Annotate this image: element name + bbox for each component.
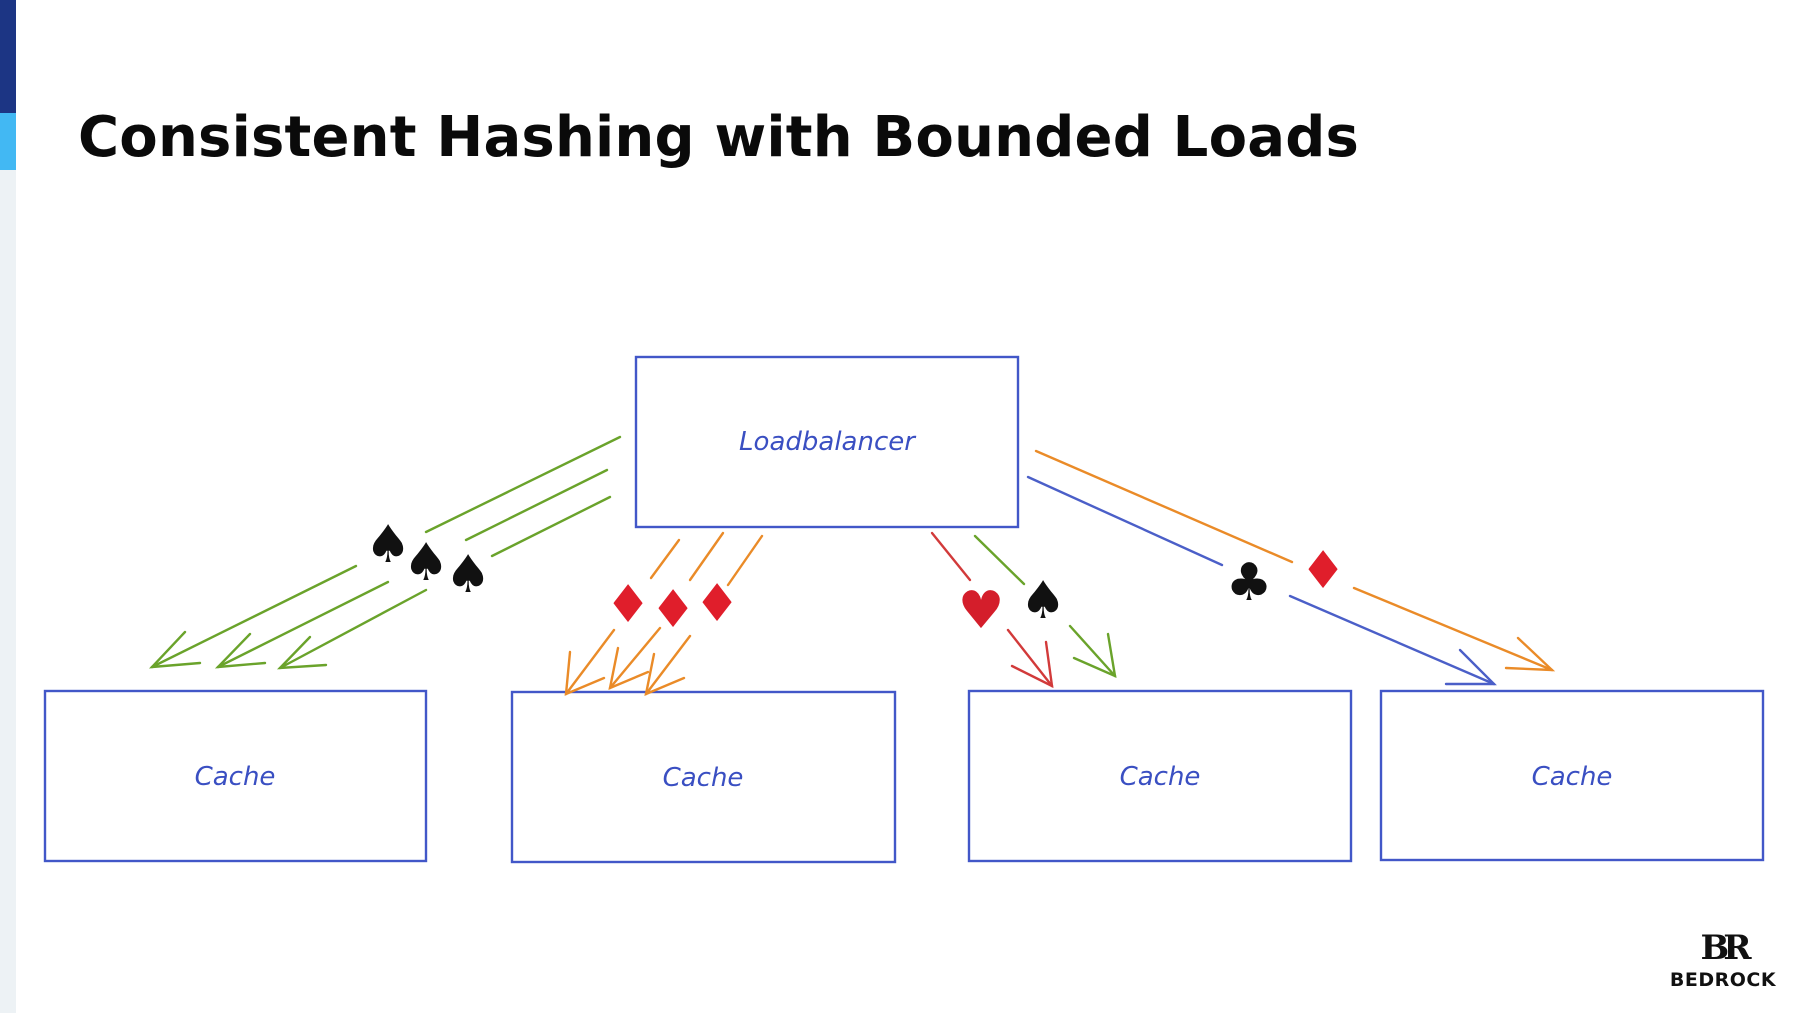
green-arrow-1-lower: [150, 564, 358, 669]
orange-arrow-4-lower: [1352, 586, 1554, 672]
spade-icon: ♠: [1020, 571, 1067, 631]
club-diamond-arrows-to-cache-4: [1026, 449, 1556, 686]
green-arrow-2-upper: [464, 468, 609, 542]
cache-node-4: Cache: [1379, 689, 1765, 862]
cache-node-1: Cache: [43, 689, 428, 863]
cache-label-3: Cache: [1120, 762, 1201, 792]
red-arrowhead: [1010, 640, 1054, 689]
club-icon: ♣: [1226, 553, 1273, 613]
orange-arrowhead-4: [1504, 636, 1556, 672]
cache-node-3: Cache: [967, 689, 1353, 863]
diamond-arrows-to-cache-2: [564, 531, 764, 696]
loadbalancer-box: [634, 355, 1020, 529]
green-arrowhead-3: [276, 635, 328, 670]
cache-box-4: [1379, 689, 1765, 862]
green-arrow-3-upper: [490, 495, 612, 558]
orange-arrowhead-2: [608, 646, 650, 690]
diamond-icon: ♦: [1300, 541, 1347, 601]
accent-bar-dark: [0, 0, 16, 113]
green-arrowhead-1: [148, 630, 202, 669]
green-arrowhead-4: [1072, 632, 1117, 678]
orange-arrow-3-lower: [644, 634, 692, 696]
blue-arrow-upper: [1026, 475, 1224, 567]
green-arrow-4-lower: [1068, 624, 1117, 678]
cache-label-2: Cache: [663, 763, 744, 793]
cache-label-4: Cache: [1532, 762, 1613, 792]
heart-spade-arrows-to-cache-3: [930, 531, 1117, 689]
slide-title: Consistent Hashing with Bounded Loads: [78, 105, 1360, 170]
accent-bar-mid: [0, 113, 16, 170]
bedrock-logo-mark: BR: [1700, 928, 1752, 968]
orange-arrow-2-upper: [688, 531, 725, 582]
loadbalancer-node: Loadbalancer: [634, 355, 1020, 529]
spade-arrows-to-cache-1: [148, 435, 622, 670]
accent-bar-light: [0, 0, 16, 1013]
cache-box-1: [43, 689, 428, 863]
green-arrow-1-upper: [424, 435, 622, 534]
orange-arrow-2-lower: [608, 626, 662, 690]
cache-box-3: [967, 689, 1353, 863]
green-arrow-3-lower: [278, 588, 428, 670]
bedrock-logo: BR BEDROCK: [1668, 931, 1778, 991]
cache-box-2: [510, 690, 897, 864]
green-arrow-2-lower: [216, 580, 390, 669]
green-arrow-4-upper: [973, 534, 1026, 586]
orange-arrow-3-upper: [726, 534, 764, 587]
diamond-icon: ♦: [694, 574, 741, 634]
diamond-icon: ♦: [605, 575, 652, 635]
spade-icon: ♠: [365, 515, 412, 575]
spade-icon: ♠: [403, 533, 450, 593]
orange-arrow-1-lower: [564, 628, 616, 696]
red-arrow-upper: [930, 531, 972, 582]
cache-label-1: Cache: [195, 762, 276, 792]
orange-arrowhead-1: [564, 650, 606, 696]
suit-symbols: ♠ ♠ ♠ ♦ ♦ ♦ ♥ ♠ ♣ ♦: [365, 515, 1347, 641]
blue-arrow-lower: [1288, 594, 1496, 686]
green-arrowhead-2: [214, 632, 267, 669]
orange-arrowhead-3: [644, 652, 686, 696]
cache-node-2: Cache: [510, 690, 897, 864]
heart-icon: ♥: [958, 581, 1005, 641]
spade-icon: ♠: [445, 545, 492, 605]
loadbalancer-label: Loadbalancer: [739, 427, 917, 457]
blue-arrowhead: [1444, 648, 1497, 686]
orange-arrow-4-upper: [1034, 449, 1294, 564]
orange-arrow-1-upper: [649, 538, 681, 580]
bedrock-logo-text: BEDROCK: [1669, 969, 1777, 991]
diamond-icon: ♦: [650, 580, 697, 640]
red-arrow-lower: [1006, 628, 1054, 688]
